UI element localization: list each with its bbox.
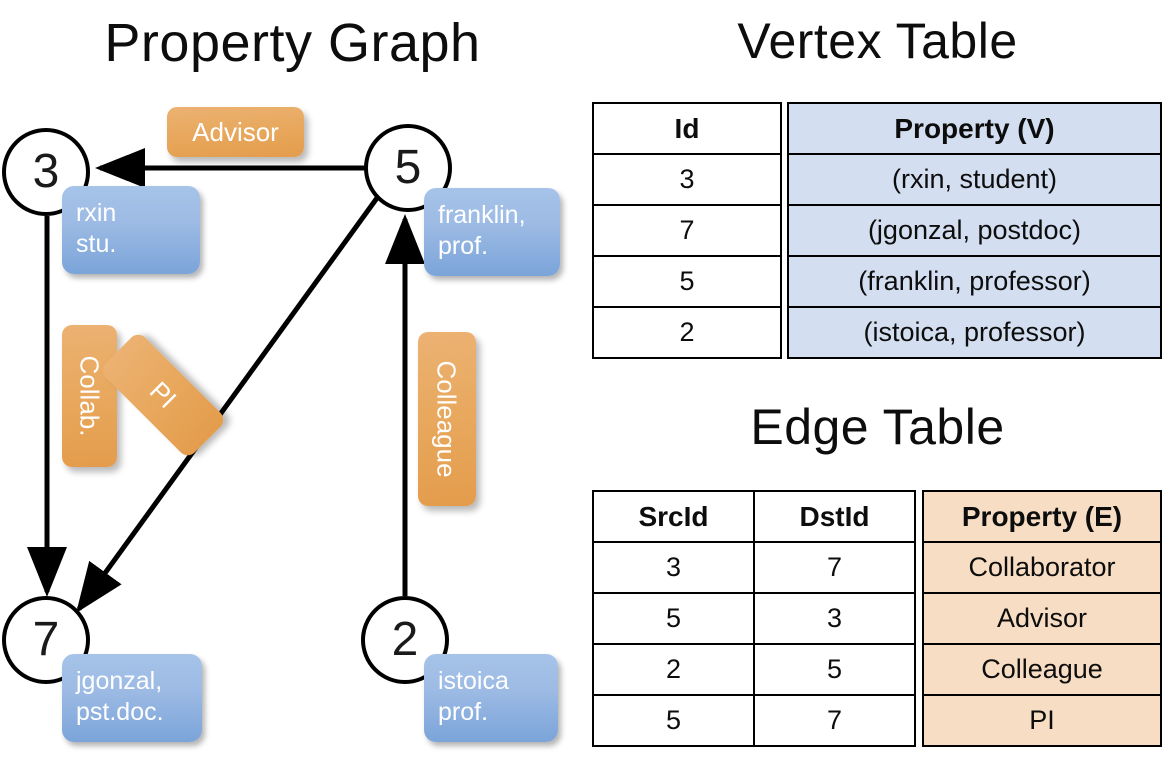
vertex-table-cell-property: (istoica, professor) [787,306,1162,359]
table-row: (franklin, professor) [787,255,1162,308]
vertex-table-cell-id: 7 [592,204,782,257]
graph-vertex-3-label: 3 [32,145,60,198]
vertex-property-line2: prof. [438,697,489,726]
edge-table-cell-property: Advisor [922,592,1162,645]
edge-table-cell-srcid: 2 [592,643,755,696]
edge-table-property-column: Property (E) Collaborator Advisor Collea… [922,490,1162,747]
edge-table-cell-srcid: 5 [592,592,755,645]
graph-vertex-2[interactable]: 2 [361,596,449,684]
vertex-property-line1: jgonzal, [76,667,163,695]
vertex-property-line2: prof. [438,231,489,260]
table-row: PI [922,694,1162,747]
vertex-property-box-5: franklin, prof. [424,188,560,276]
edge-table-cell-dstid: 7 [753,541,916,594]
table-row: 5 7 [592,694,916,747]
edge-arrow-5-to-7 [76,196,380,614]
table-row: (istoica, professor) [787,306,1162,359]
vertex-property-box-7: jgonzal, pst.doc. [62,654,202,742]
table-row: 5 3 [592,592,916,645]
table-row: 3 7 [592,541,916,594]
edge-table-header-property: Property (E) [922,490,1162,543]
graph-edges-svg [27,148,425,614]
edge-table-cell-property: PI [922,694,1162,747]
edge-table-cell-srcid: 3 [592,541,755,594]
edge-table-cell-dstid: 5 [753,643,916,696]
table-row: Advisor [922,592,1162,645]
table-row: 7 [592,204,782,257]
edge-table-src-dst-columns: SrcId DstId 3 7 5 3 2 5 5 7 [592,490,916,747]
graph-vertex-7-label: 7 [32,613,60,666]
vertex-table-cell-property: (rxin, student) [787,153,1162,206]
vertex-property-line2: stu. [76,229,117,258]
vertex-table-cell-property: (franklin, professor) [787,255,1162,308]
vertex-property-box-3: rxin stu. [62,186,200,274]
vertex-table-cell-property: (jgonzal, postdoc) [787,204,1162,257]
vertex-table-property-column: Property (V) (rxin, student) (jgonzal, p… [787,102,1162,359]
vertex-property-box-2: istoica prof. [424,654,558,742]
edge-table-cell-dstid: 3 [753,592,916,645]
property-graph-panel: Property Graph 3 5 7 2 rxin stu. frankli… [2,13,560,742]
edge-label-box-collab: Collab. [62,325,117,467]
table-header-row: Property (E) [922,490,1162,543]
page-title-edge-table: Edge Table [750,399,1005,455]
table-row: Collaborator [922,541,1162,594]
page-title-vertex-table: Vertex Table [737,13,1018,69]
edge-label-box-advisor: Advisor [167,107,304,157]
edge-label-box-colleague: Colleague [418,332,476,506]
table-header-row: Property (V) [787,102,1162,155]
edge-table-header-srcid: SrcId [592,490,755,543]
edge-table-header-dstid: DstId [753,490,916,543]
table-header-row: SrcId DstId [592,490,916,543]
vertex-table-cell-id: 5 [592,255,782,308]
graph-vertex-5[interactable]: 5 [364,124,452,212]
edge-table-cell-dstid: 7 [753,694,916,747]
vertex-table-cell-id: 3 [592,153,782,206]
table-row: 2 [592,306,782,359]
vertex-property-line1: rxin [76,199,117,227]
table-row: 5 [592,255,782,308]
vertex-table-header-id: Id [592,102,782,155]
page-title-property-graph: Property Graph [104,13,481,73]
graph-vertex-5-label: 5 [394,141,422,194]
table-header-row: Id [592,102,782,155]
vertex-table-header-property: Property (V) [787,102,1162,155]
table-row: 2 5 [592,643,916,696]
edge-label-collab-text: Collab. [74,355,105,437]
edge-table-cell-property: Colleague [922,643,1162,696]
edge-label-advisor-text: Advisor [192,117,279,147]
vertex-table-cell-id: 2 [592,306,782,359]
edge-table-cell-property: Collaborator [922,541,1162,594]
table-row: (rxin, student) [787,153,1162,206]
graph-vertex-2-label: 2 [391,613,419,666]
table-row: Colleague [922,643,1162,696]
vertex-property-line1: franklin, [438,201,526,229]
vertex-property-line2: pst.doc. [76,697,164,726]
table-row: (jgonzal, postdoc) [787,204,1162,257]
table-row: 3 [592,153,782,206]
vertex-property-line1: istoica [438,667,509,695]
edge-label-colleague-text: Colleague [432,360,462,478]
vertex-table-id-column: Id 3 7 5 2 [592,102,782,359]
edge-table-cell-srcid: 5 [592,694,755,747]
edge-label-pi-text: PI [143,375,183,415]
